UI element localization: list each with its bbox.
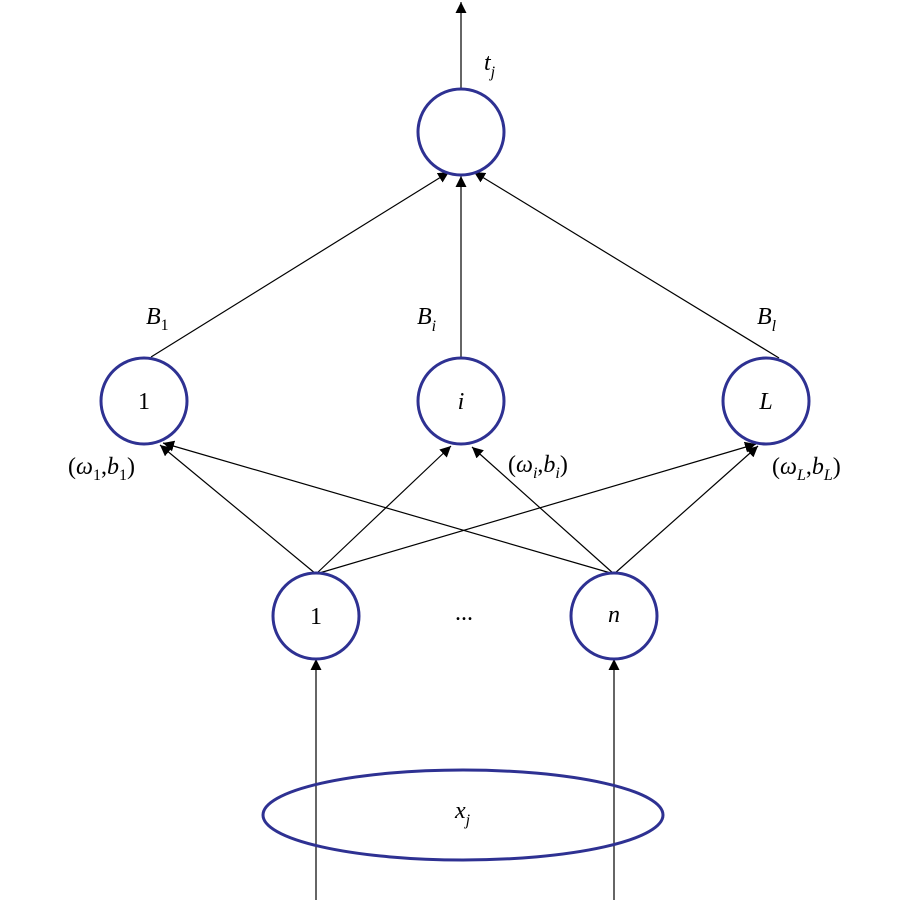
weight-i-sub: i [432,318,436,335]
output-var: t [484,50,492,76]
edge-input-n-to-hidden-1 [162,440,615,575]
edge-input-1-to-hidden-1 [159,444,317,575]
hidden-node-L [721,356,811,446]
param-1-omega: ω [76,454,93,480]
param-1-b-sub: 1 [119,467,127,484]
param-label-L: (ωL,bL) [772,454,841,484]
weight-label-1: B1 [146,304,169,334]
weight-label-l: Bl [757,304,777,335]
hidden-node-i-label: i [458,389,465,415]
param-L-b-sub: L [823,467,833,484]
weight-label-i: Bi [417,304,436,335]
output-sub: j [489,64,496,81]
input-node-n-label: n [608,602,620,628]
param-1-omega-sub: 1 [93,467,101,484]
param-1-close: ) [127,454,135,480]
edge-input-1-to-hidden-L [315,441,757,575]
param-L-close: ) [833,454,841,480]
output-label: tj [484,50,496,81]
hidden-node-1 [99,356,189,446]
edge-hidden-L-to-output [473,171,780,359]
edge-hidden-1-to-output [150,171,450,358]
input-node-1-label: 1 [310,604,322,630]
param-i-close: ) [560,452,568,478]
param-i-b-sub: i [555,465,559,482]
param-label-1: (ω1,b1) [68,454,135,484]
weight-l-var: B [757,304,772,330]
param-L-omega: ω [780,454,797,480]
edge-input-n-to-hidden-i [471,446,615,575]
input-data-sub: j [464,812,471,829]
output-node [416,87,506,177]
hidden-node-L-label: L [758,389,772,415]
input-node-1 [271,571,361,661]
ellipsis: ... [455,600,473,626]
weight-l-sub: l [772,318,777,335]
param-L-open: ( [772,454,780,480]
weight-i-var: B [417,304,432,330]
param-L-b: b [812,454,824,480]
edge-input-n-to-hidden-L [613,445,759,575]
param-1-b: b [107,454,119,480]
input-data-ellipse [261,768,665,862]
hidden-node-1-label: 1 [138,389,150,415]
input-data-var: x [454,798,466,824]
edge-input-1-to-hidden-i [315,445,452,575]
param-label-i: (ωi,bi) [508,452,568,482]
weight-1-var: B [146,304,161,330]
param-i-open: ( [508,452,516,478]
param-1-open: ( [68,454,76,480]
input-node-n [569,571,659,661]
param-1-comma: , [101,454,107,480]
hidden-node-i [416,356,506,446]
param-L-comma: , [806,454,812,480]
weight-1-sub: 1 [161,317,169,334]
input-data-label: xj [454,798,471,829]
param-i-b: b [543,452,555,478]
param-i-comma: , [537,452,543,478]
param-i-omega: ω [516,452,533,478]
param-i-omega-sub: i [533,465,537,482]
param-L-omega-sub: L [796,467,806,484]
